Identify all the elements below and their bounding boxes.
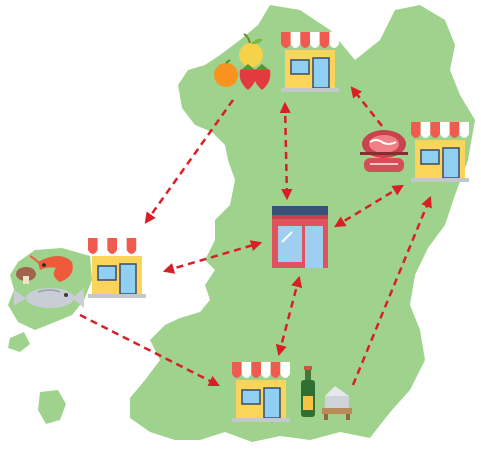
awning-scallop [430,134,440,138]
orange-icon [214,59,238,87]
shop-base [281,88,339,92]
shop-door [263,387,281,419]
sake-bottle-icon [301,366,315,417]
dried-goods-icon [322,386,352,420]
west-goods [14,255,84,308]
awning-scallop [420,134,431,138]
shop-base [88,294,146,298]
awning-scallop [136,250,146,254]
awning-stripe [300,32,310,44]
center-store-trim [272,215,328,219]
awning-stripe [280,362,290,374]
route-arrows [79,86,432,387]
awning-stripe [261,362,271,374]
shop-door [312,57,330,89]
awning-stripe [411,122,421,134]
small-island-1 [8,332,30,352]
awning-scallop [290,44,301,48]
center-store-door [305,226,323,268]
awning-scallop [251,374,261,378]
awning-scallop [107,250,117,254]
shop-south [232,362,290,422]
awning-stripe [107,238,117,250]
awning-scallop [126,250,137,254]
arrow-west-shop-to-center-store [162,240,263,274]
shop-door [442,147,460,179]
awning-stripe [281,32,291,44]
arrow-east-shop-to-north-shop [350,86,383,127]
arrow-west-shop-to-south-shop [79,313,221,387]
shop-base [411,178,469,182]
strawberry-icon [239,64,271,90]
awning-scallop [440,134,450,138]
arrow-north-shop-to-west-shop [144,99,235,224]
awning-stripe [232,362,242,374]
awning-scallop [281,44,291,48]
center-store-window [278,226,302,262]
arrow-south-shop-to-center-store [275,275,303,357]
shop-window [241,389,261,405]
awning-stripe [459,122,469,134]
awning-stripe [117,238,127,250]
awning-stripe [449,122,460,134]
small-island-2 [38,390,66,424]
awning-scallop [280,374,290,378]
awning-scallop [449,134,460,138]
shop-window [290,59,310,75]
awning-stripe [97,238,108,250]
arrow-south-shop-to-east-shop [351,195,432,386]
awning-stripe [126,238,137,250]
awning-stripe [420,122,431,134]
shrimp-icon [29,255,73,282]
awning-stripe [88,238,98,250]
shop-base [232,418,290,422]
awning-scallop [270,374,281,378]
shop-window [97,265,117,281]
shop-door [119,263,137,295]
shop-north [281,32,339,92]
mushroom-icon [16,267,36,284]
arrow-east-shop-to-center-store [334,184,404,228]
center-store [272,206,328,268]
awning-scallop [310,44,320,48]
awning-scallop [97,250,108,254]
awning-stripe [136,238,146,250]
awning-stripe [270,362,281,374]
awning-stripe [329,32,339,44]
awning-stripe [310,32,320,44]
awning-scallop [232,374,242,378]
center-store-roof [272,206,328,215]
shop-window [420,149,440,165]
south-goods [301,366,352,420]
awning-stripe [241,362,252,374]
awning-stripe [430,122,440,134]
awning-scallop [459,134,469,138]
awning-scallop [88,250,98,254]
awning-scallop [300,44,310,48]
shop-west [88,238,146,298]
center-store-window-shine [281,231,293,243]
fish-icon [14,288,84,308]
awning-stripe [440,122,450,134]
awning-scallop [411,134,421,138]
shop-east [411,122,469,182]
awning-scallop [261,374,271,378]
awning-stripe [290,32,301,44]
awning-stripe [319,32,330,44]
awning-scallop [241,374,252,378]
arrow-north-shop-to-center-store [279,101,293,201]
awning-scallop [319,44,330,48]
awning-scallop [329,44,339,48]
awning-scallop [117,250,127,254]
meat-icon [360,130,408,172]
north-goods [214,33,271,90]
awning-stripe [251,362,261,374]
apple-icon [239,33,263,67]
